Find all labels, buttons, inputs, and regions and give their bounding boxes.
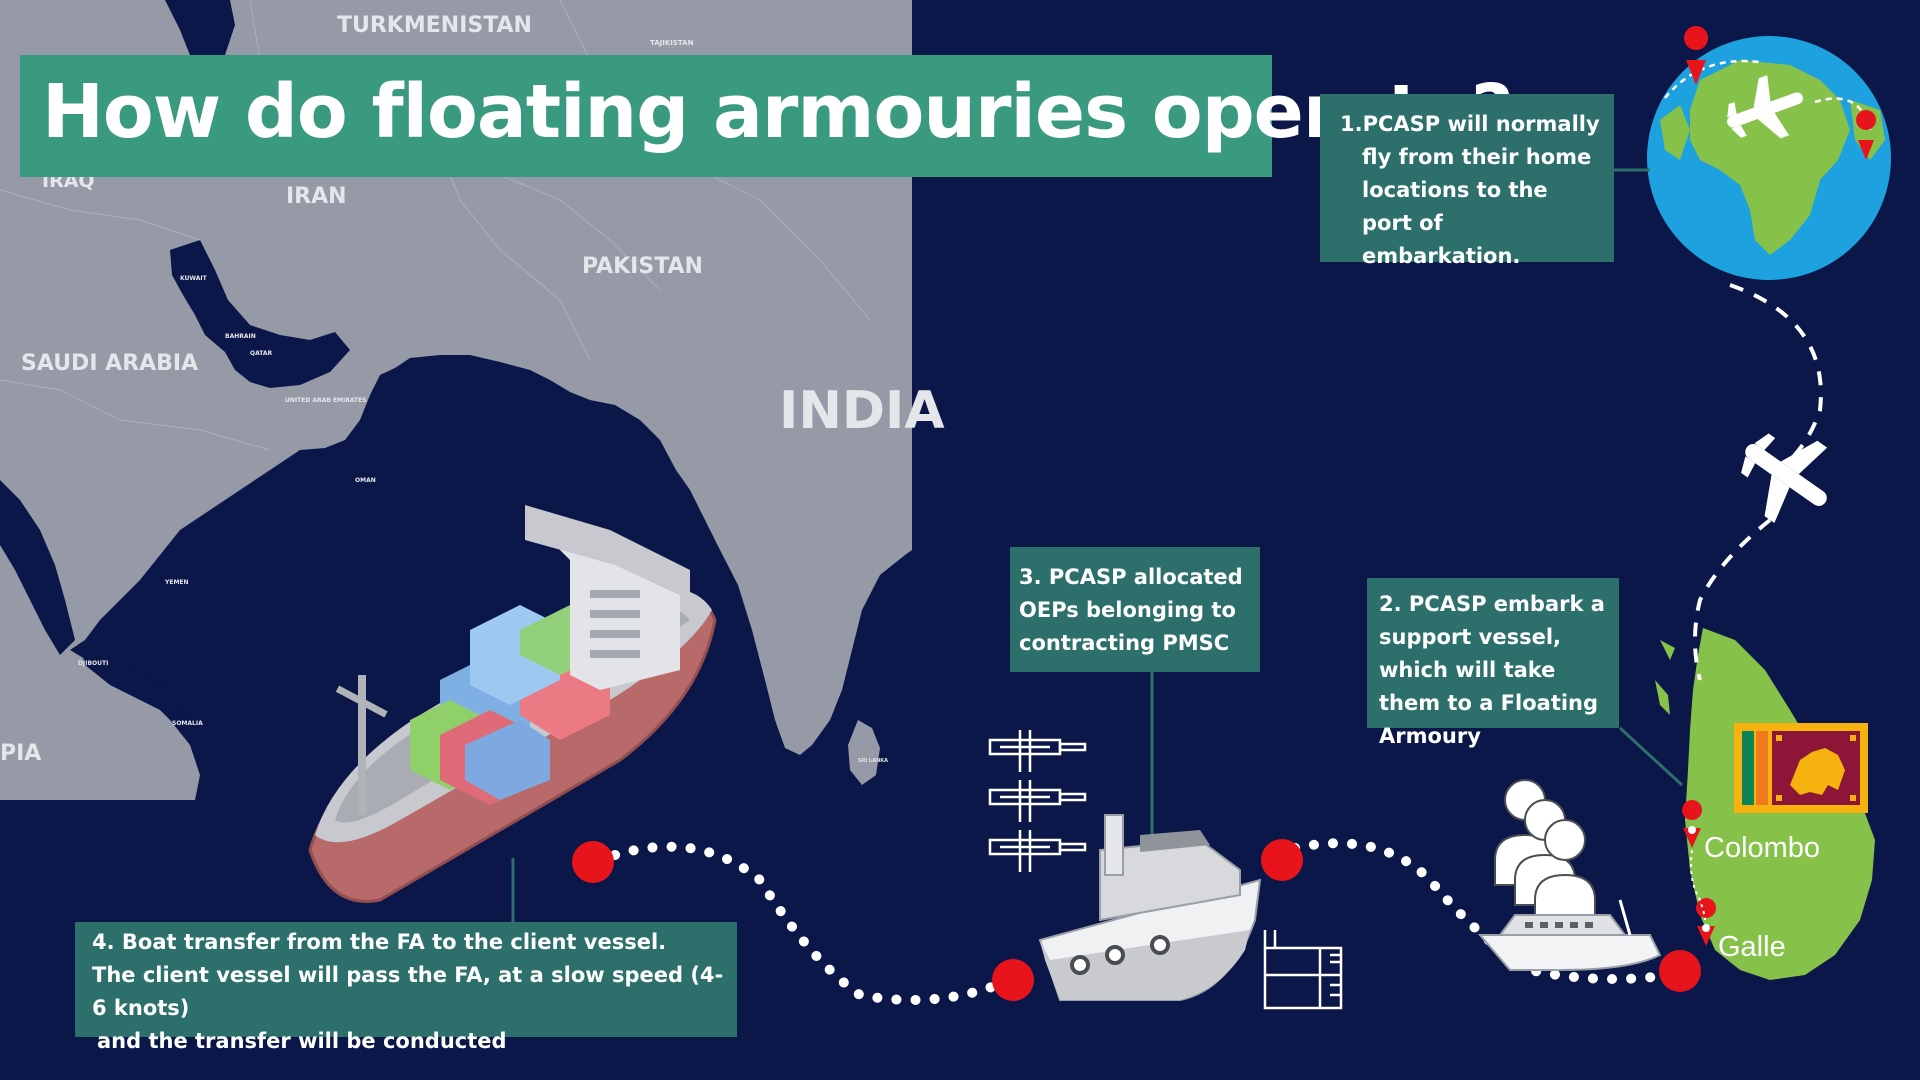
location-pin-icon bbox=[1856, 110, 1877, 160]
label-india: INDIA bbox=[779, 381, 945, 441]
support-vessel-icon bbox=[1038, 814, 1262, 1001]
label-uae: UNITED ARAB EMIRATES bbox=[285, 397, 367, 404]
step-2-text: 2. PCASP embark a support vessel, which … bbox=[1379, 592, 1605, 748]
label-qatar: QATAR bbox=[250, 350, 273, 357]
label-pakistan: PAKISTAN bbox=[582, 254, 703, 279]
step-3-box: 3. PCASP allocated OEPs belonging to con… bbox=[1010, 547, 1260, 672]
rack-icon bbox=[1263, 930, 1343, 1010]
route-point bbox=[1261, 839, 1303, 881]
label-turkmenistan: TURKMENISTAN bbox=[337, 13, 532, 38]
step-4-line-2: The client vessel will pass the FA, at a… bbox=[92, 963, 724, 1020]
route-point bbox=[572, 841, 614, 883]
location-pin-icon bbox=[1696, 898, 1717, 946]
label-kuwait: KUWAIT bbox=[180, 275, 208, 282]
speedboat-icon bbox=[1477, 899, 1662, 971]
label-saudi-arabia: SAUDI ARABIA bbox=[21, 351, 198, 376]
location-pin-icon bbox=[1684, 26, 1709, 85]
place-colombo: Colombo bbox=[1704, 832, 1821, 864]
sea-route bbox=[572, 838, 1701, 1005]
step-2-box: 2. PCASP embark a support vessel, which … bbox=[1367, 578, 1619, 748]
route-point bbox=[1659, 950, 1701, 992]
step-4-line-3: and the transfer will be conducted bbox=[97, 1029, 507, 1053]
label-somalia: SOMALIA bbox=[172, 720, 203, 727]
label-oman: OMAN bbox=[355, 477, 376, 484]
cargo-ship-icon bbox=[308, 505, 717, 903]
label-tajikistan: TAJIKISTAN bbox=[650, 39, 694, 47]
label-yemen: YEMEN bbox=[164, 579, 189, 586]
rifle-icon bbox=[988, 780, 1087, 822]
label-pia: PIA bbox=[0, 741, 41, 766]
rifle-icon bbox=[988, 830, 1087, 872]
label-sri-lanka: SRI LANKA bbox=[858, 758, 888, 764]
step-1-box: 1.PCASP will normally fly from their hom… bbox=[1320, 94, 1614, 268]
step-3-text: 3. PCASP allocated OEPs belonging to con… bbox=[1019, 565, 1243, 655]
connector-lines bbox=[511, 168, 1684, 922]
land-map bbox=[0, 0, 912, 800]
title-banner: How do floating armouries operate? bbox=[20, 55, 1514, 177]
sri-lanka-flag-icon bbox=[1734, 723, 1868, 813]
step-4-line-1: 4. Boat transfer from the FA to the clie… bbox=[92, 930, 667, 954]
crew-icon bbox=[1494, 779, 1596, 921]
location-pin-icon bbox=[1682, 800, 1703, 848]
step-4-box: 4. Boat transfer from the FA to the clie… bbox=[75, 922, 737, 1053]
route-point bbox=[992, 959, 1034, 1001]
label-djibouti: DJIBOUTI bbox=[78, 660, 108, 667]
map-labels: TURKMENISTAN IRAQ IRAN PAKISTAN SAUDI AR… bbox=[0, 13, 945, 766]
page-title: How do floating armouries operate? bbox=[42, 69, 1514, 155]
place-galle: Galle bbox=[1718, 931, 1786, 963]
label-bahrain: BAHRAIN bbox=[225, 333, 256, 340]
location-pins bbox=[1682, 26, 1877, 946]
label-iran: IRAN bbox=[286, 184, 347, 209]
globe-icon bbox=[1647, 36, 1891, 280]
rifles-group bbox=[988, 730, 1087, 872]
flight-path bbox=[1693, 283, 1823, 681]
plane-icon bbox=[1741, 433, 1828, 524]
step-1-text: 1.PCASP will normally fly from their hom… bbox=[1340, 112, 1607, 268]
rifle-icon bbox=[988, 730, 1087, 772]
